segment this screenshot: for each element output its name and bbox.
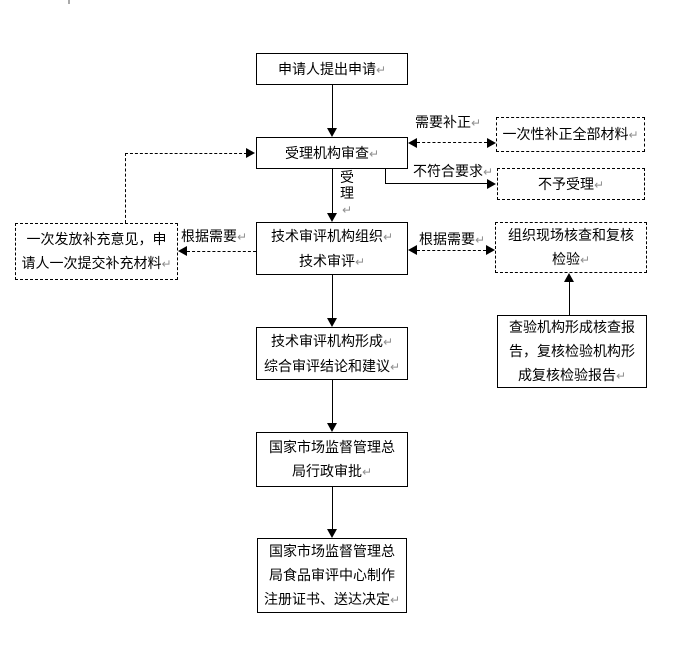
dashed-line-need-correction [417,142,487,143]
arrowhead-down-icon [327,318,337,327]
box-text: 一次发放补充意见，申 [26,231,167,247]
return-mark: ↵ [471,116,482,130]
return-mark: ↵ [361,465,373,479]
box-text: 技术审评 [298,252,355,269]
arrowhead-right-icon [487,138,496,148]
label-text: 受理 [340,169,354,201]
box-text: 受理机构审查 [284,144,369,161]
box-text: 局食品审评中心制作 [269,567,395,583]
return-mark: ↵ [628,128,639,142]
flow-box-one-time-correction: 一次性补正全部材料↵ [496,117,645,152]
box-text: 检验 [551,251,580,267]
flow-box-acceptance-review: 受理机构审查↵ [256,137,408,169]
arrow-line-approve-to-cert [331,487,333,529]
flow-box-certificate-delivery: 国家市场监督管理总 局食品审评中心制作 注册证书、送达决定↵ [257,538,407,613]
box-text: 国家市场监督管理总 [269,543,395,559]
box-text: 技术审评机构形成 [270,332,383,349]
arrowhead-left-icon [178,246,187,256]
flow-box-review-conclusion: 技术审评机构形成↵ 综合审评结论和建议↵ [256,327,408,380]
return-mark: ↵ [375,62,387,77]
flow-box-not-accepted: 不予受理↵ [497,168,645,200]
box-text: 局行政审批 [291,463,362,479]
return-mark: ↵ [579,253,591,267]
return-mark: ↵ [389,593,401,607]
edge-label-as-needed-right: 根据需要↵ [419,231,485,248]
box-text: 技术审评机构组织 [270,227,383,244]
edge-label-not-meet-requirements: 不符合要求↵ [413,163,493,180]
return-mark: ↵ [615,369,627,383]
label-text: 不符合要求 [413,163,483,179]
return-mark: ↵ [475,233,486,247]
label-text: 需要补正 [415,114,471,130]
arrowhead-right-icon [487,178,496,189]
flow-box-onsite-verification: 组织现场核查和复核 检验↵ [495,222,647,273]
dashed-line-as-needed-left [187,250,256,252]
arrowhead-right-icon [486,245,495,255]
flow-box-administrative-approval: 国家市场监督管理总 局行政审批↵ [256,432,408,487]
arrowhead-left-icon [408,138,417,148]
dashed-line-loop-vertical [124,153,126,223]
box-text: 申请人提出申请 [277,60,376,77]
edge-label-accepted: 受理 ↵ [339,169,355,218]
arrow-line-reject-vertical [384,169,386,184]
arrow-line-apply-to-accept [331,85,333,129]
return-mark: ↵ [382,334,394,349]
flow-box-applicant-submits: 申请人提出申请↵ [256,53,408,85]
arrow-line-conclusion-to-approve [331,380,333,423]
arrowhead-right-icon [246,148,255,158]
arrow-line-report-to-onsite [568,282,570,315]
return-mark: ↵ [483,165,494,179]
box-text: 查验机构形成核查报 [509,319,635,335]
arrowhead-down-icon [327,423,337,432]
arrowhead-down-icon [327,213,337,222]
edge-artifact [68,0,70,4]
arrow-line-accept-to-tech [331,169,333,214]
return-mark: ↵ [161,257,172,271]
box-text: 告，复核检验机构形 [509,343,635,359]
label-text: 根据需要 [419,231,475,247]
box-text: 综合审评结论和建议 [263,357,390,374]
box-text: 组织现场核查和复核 [508,227,634,243]
arrow-line-reject-horizontal [384,182,488,184]
box-text: 注册证书、送达决定 [263,591,390,607]
return-mark: ↵ [354,254,366,269]
return-mark: ↵ [382,229,394,244]
flow-box-verification-report: 查验机构形成核查报 告，复核检验机构形 成复核检验报告↵ [497,315,647,388]
flow-box-technical-review: 技术审评机构组织↵ 技术审评↵ [256,222,408,275]
return-mark: ↵ [593,177,605,192]
return-mark: ↵ [389,359,401,374]
flow-box-supplement-materials: 一次发放补充意见，申 请人一次提交补充材料↵ [15,223,178,280]
box-text: 不予受理 [537,175,594,192]
edge-label-as-needed-left: 根据需要↵ [181,228,247,245]
return-mark: ↵ [237,230,248,244]
arrowhead-up-icon [564,273,574,282]
arrow-line-tech-to-conclusion [331,275,333,319]
box-text: 请人一次提交补充材料 [21,255,162,271]
box-text: 成复核检验报告 [517,367,616,383]
dashed-line-as-needed-right [417,249,486,251]
return-mark: ↵ [341,203,353,217]
edge-label-need-correction: 需要补正↵ [415,114,481,131]
dashed-line-loop-horizontal [124,152,247,154]
return-mark: ↵ [368,146,380,161]
arrowhead-left-icon [408,245,417,255]
arrowhead-down-icon [327,128,337,137]
box-text: 一次性补正全部材料 [502,126,629,142]
arrowhead-down-icon [327,529,337,538]
label-text: 根据需要 [181,228,237,244]
box-text: 国家市场监督管理总 [269,439,395,455]
